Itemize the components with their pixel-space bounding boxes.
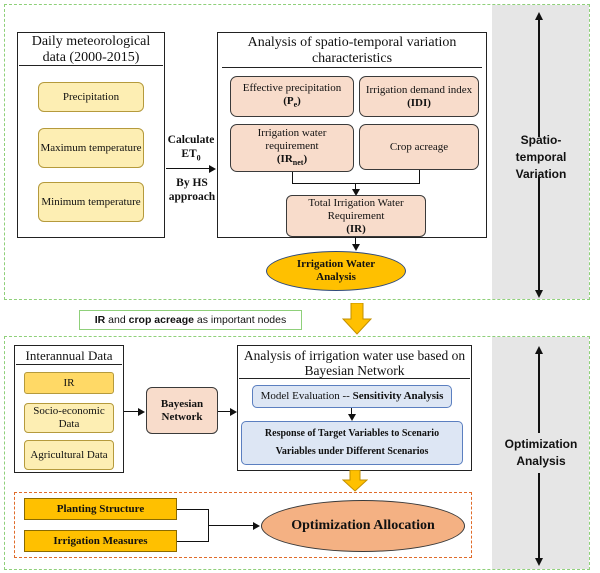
model-to-response-line xyxy=(351,408,353,415)
scenario-response-node: Response of Target Variables to Scenario… xyxy=(241,421,463,465)
model-evaluation-label: Model Evaluation -- xyxy=(260,390,353,402)
scenario-response-label: Response of Target Variables to Scenario… xyxy=(264,428,440,457)
note-ir: IR xyxy=(94,314,106,326)
total-connector-down xyxy=(355,183,357,190)
important-nodes-note: IR and crop acreage as important nodes xyxy=(79,310,302,330)
irrigation-measures-node: Irrigation Measures xyxy=(24,530,177,552)
section-transition-arrow xyxy=(342,303,372,335)
min-temperature-node: Minimum temperature xyxy=(38,182,144,222)
optimization-arrow-up xyxy=(535,346,543,354)
et0-arrow-head xyxy=(209,164,216,173)
to-optimization-head xyxy=(253,521,260,530)
et0-text: ET0 xyxy=(181,147,200,165)
effective-precipitation-node: Effective precipitation (Pe) xyxy=(230,76,354,117)
note-rest: as important nodes xyxy=(194,314,287,326)
iwa-arrow-head xyxy=(352,244,360,251)
irnet-close: ) xyxy=(303,152,308,165)
idi-label: Irrigation demand index xyxy=(365,83,473,96)
planting-structure-node: Planting Structure xyxy=(24,498,177,520)
crop-connector-down xyxy=(419,170,421,184)
iwa-connector xyxy=(355,237,357,245)
irrigation-water-analysis-node: Irrigation Water Analysis xyxy=(266,251,406,291)
irnet-symbol: (IRnet) xyxy=(277,153,307,169)
pe-text: (P xyxy=(283,94,294,107)
precipitation-node: Precipitation xyxy=(38,82,144,112)
optimization-allocation-label: Optimization Allocation xyxy=(291,518,435,533)
irrigation-water-use-analysis-title: Analysis of irrigation water use based o… xyxy=(239,347,470,379)
spatio-arrow-up xyxy=(535,12,543,20)
ir-data-node: IR xyxy=(24,372,114,394)
bayes-to-analysis-head xyxy=(230,407,237,416)
total-irrigation-water-requirement-node: Total Irrigation Water Requirement (IR) xyxy=(286,195,426,237)
sensitivity-analysis-label: Sensitivity Analysis xyxy=(352,390,444,402)
optimization-section xyxy=(4,336,590,570)
optimization-allocation-node: Optimization Allocation xyxy=(261,500,465,552)
meteorological-data-title: Daily meteorological data (2000-2015) xyxy=(19,34,163,66)
effective-precipitation-symbol: (Pe) xyxy=(283,95,301,111)
pe-close: ) xyxy=(297,94,301,107)
spatio-temporal-analysis-title: Analysis of spatio-temporal variation ch… xyxy=(222,34,482,68)
irnet-text: (IR xyxy=(276,152,293,165)
spatio-temporal-section xyxy=(4,4,590,300)
effective-precipitation-label: Effective precipitation xyxy=(242,81,342,94)
planting-connector xyxy=(177,509,209,511)
total-ir-label: Total Irrigation Water Requirement xyxy=(308,196,404,222)
idi-symbol: (IDI) xyxy=(407,96,431,109)
to-optimization-line xyxy=(208,525,254,527)
irrigation-water-requirement-node: Irrigation water requirement (IRnet) xyxy=(230,124,354,172)
measures-connector xyxy=(177,541,209,543)
total-arrow-head xyxy=(352,189,360,196)
spatio-arrow-down xyxy=(535,290,543,298)
note-and: and xyxy=(105,314,129,326)
bayesian-network-node: Bayesian Network xyxy=(146,387,218,434)
model-to-response-head xyxy=(348,414,356,421)
spatio-temporal-side-label: Spatio-temporal Variation xyxy=(496,133,586,181)
et-subscript: 0 xyxy=(196,153,201,163)
max-temperature-node: Maximum temperature xyxy=(38,128,144,168)
agricultural-data-node: Agricultural Data xyxy=(24,440,114,470)
crop-acreage-node: Crop acreage xyxy=(359,124,479,170)
bayesian-network-label: Bayesian Network xyxy=(160,397,204,423)
pe-subscript: e xyxy=(293,100,298,110)
calculate-text: Calculate xyxy=(167,133,215,146)
irrigation-water-analysis-label: Irrigation Water Analysis xyxy=(296,258,376,283)
total-ir-symbol: (IR) xyxy=(346,222,366,235)
interannual-to-bayes-line xyxy=(124,411,139,413)
irnet-label: Irrigation water requirement xyxy=(257,126,327,152)
et0-arrow-line xyxy=(166,168,210,170)
optimization-arrow-down xyxy=(535,558,543,566)
irnet-connector-down xyxy=(292,172,294,184)
socio-economic-data-node: Socio-economic Data xyxy=(24,403,114,433)
optimization-allocation-box xyxy=(14,492,472,558)
et-text: ET xyxy=(181,147,197,160)
optimization-side-label: Optimization Analysis xyxy=(496,433,586,473)
interannual-data-title: Interannual Data xyxy=(16,347,122,365)
calculate-et0-label: Calculate ET0 xyxy=(165,133,217,165)
interannual-to-bayes-head xyxy=(138,407,145,416)
by-hs-approach-label: By HS approach xyxy=(168,177,216,203)
bayes-to-analysis-line xyxy=(218,411,231,413)
note-crop: crop acreage xyxy=(128,314,194,326)
analysis-to-optimization-arrow xyxy=(342,470,368,492)
irrigation-demand-index-node: Irrigation demand index (IDI) xyxy=(359,76,479,117)
irnet-subscript: net xyxy=(292,158,304,168)
model-evaluation-node: Model Evaluation -- Sensitivity Analysis xyxy=(252,385,452,408)
